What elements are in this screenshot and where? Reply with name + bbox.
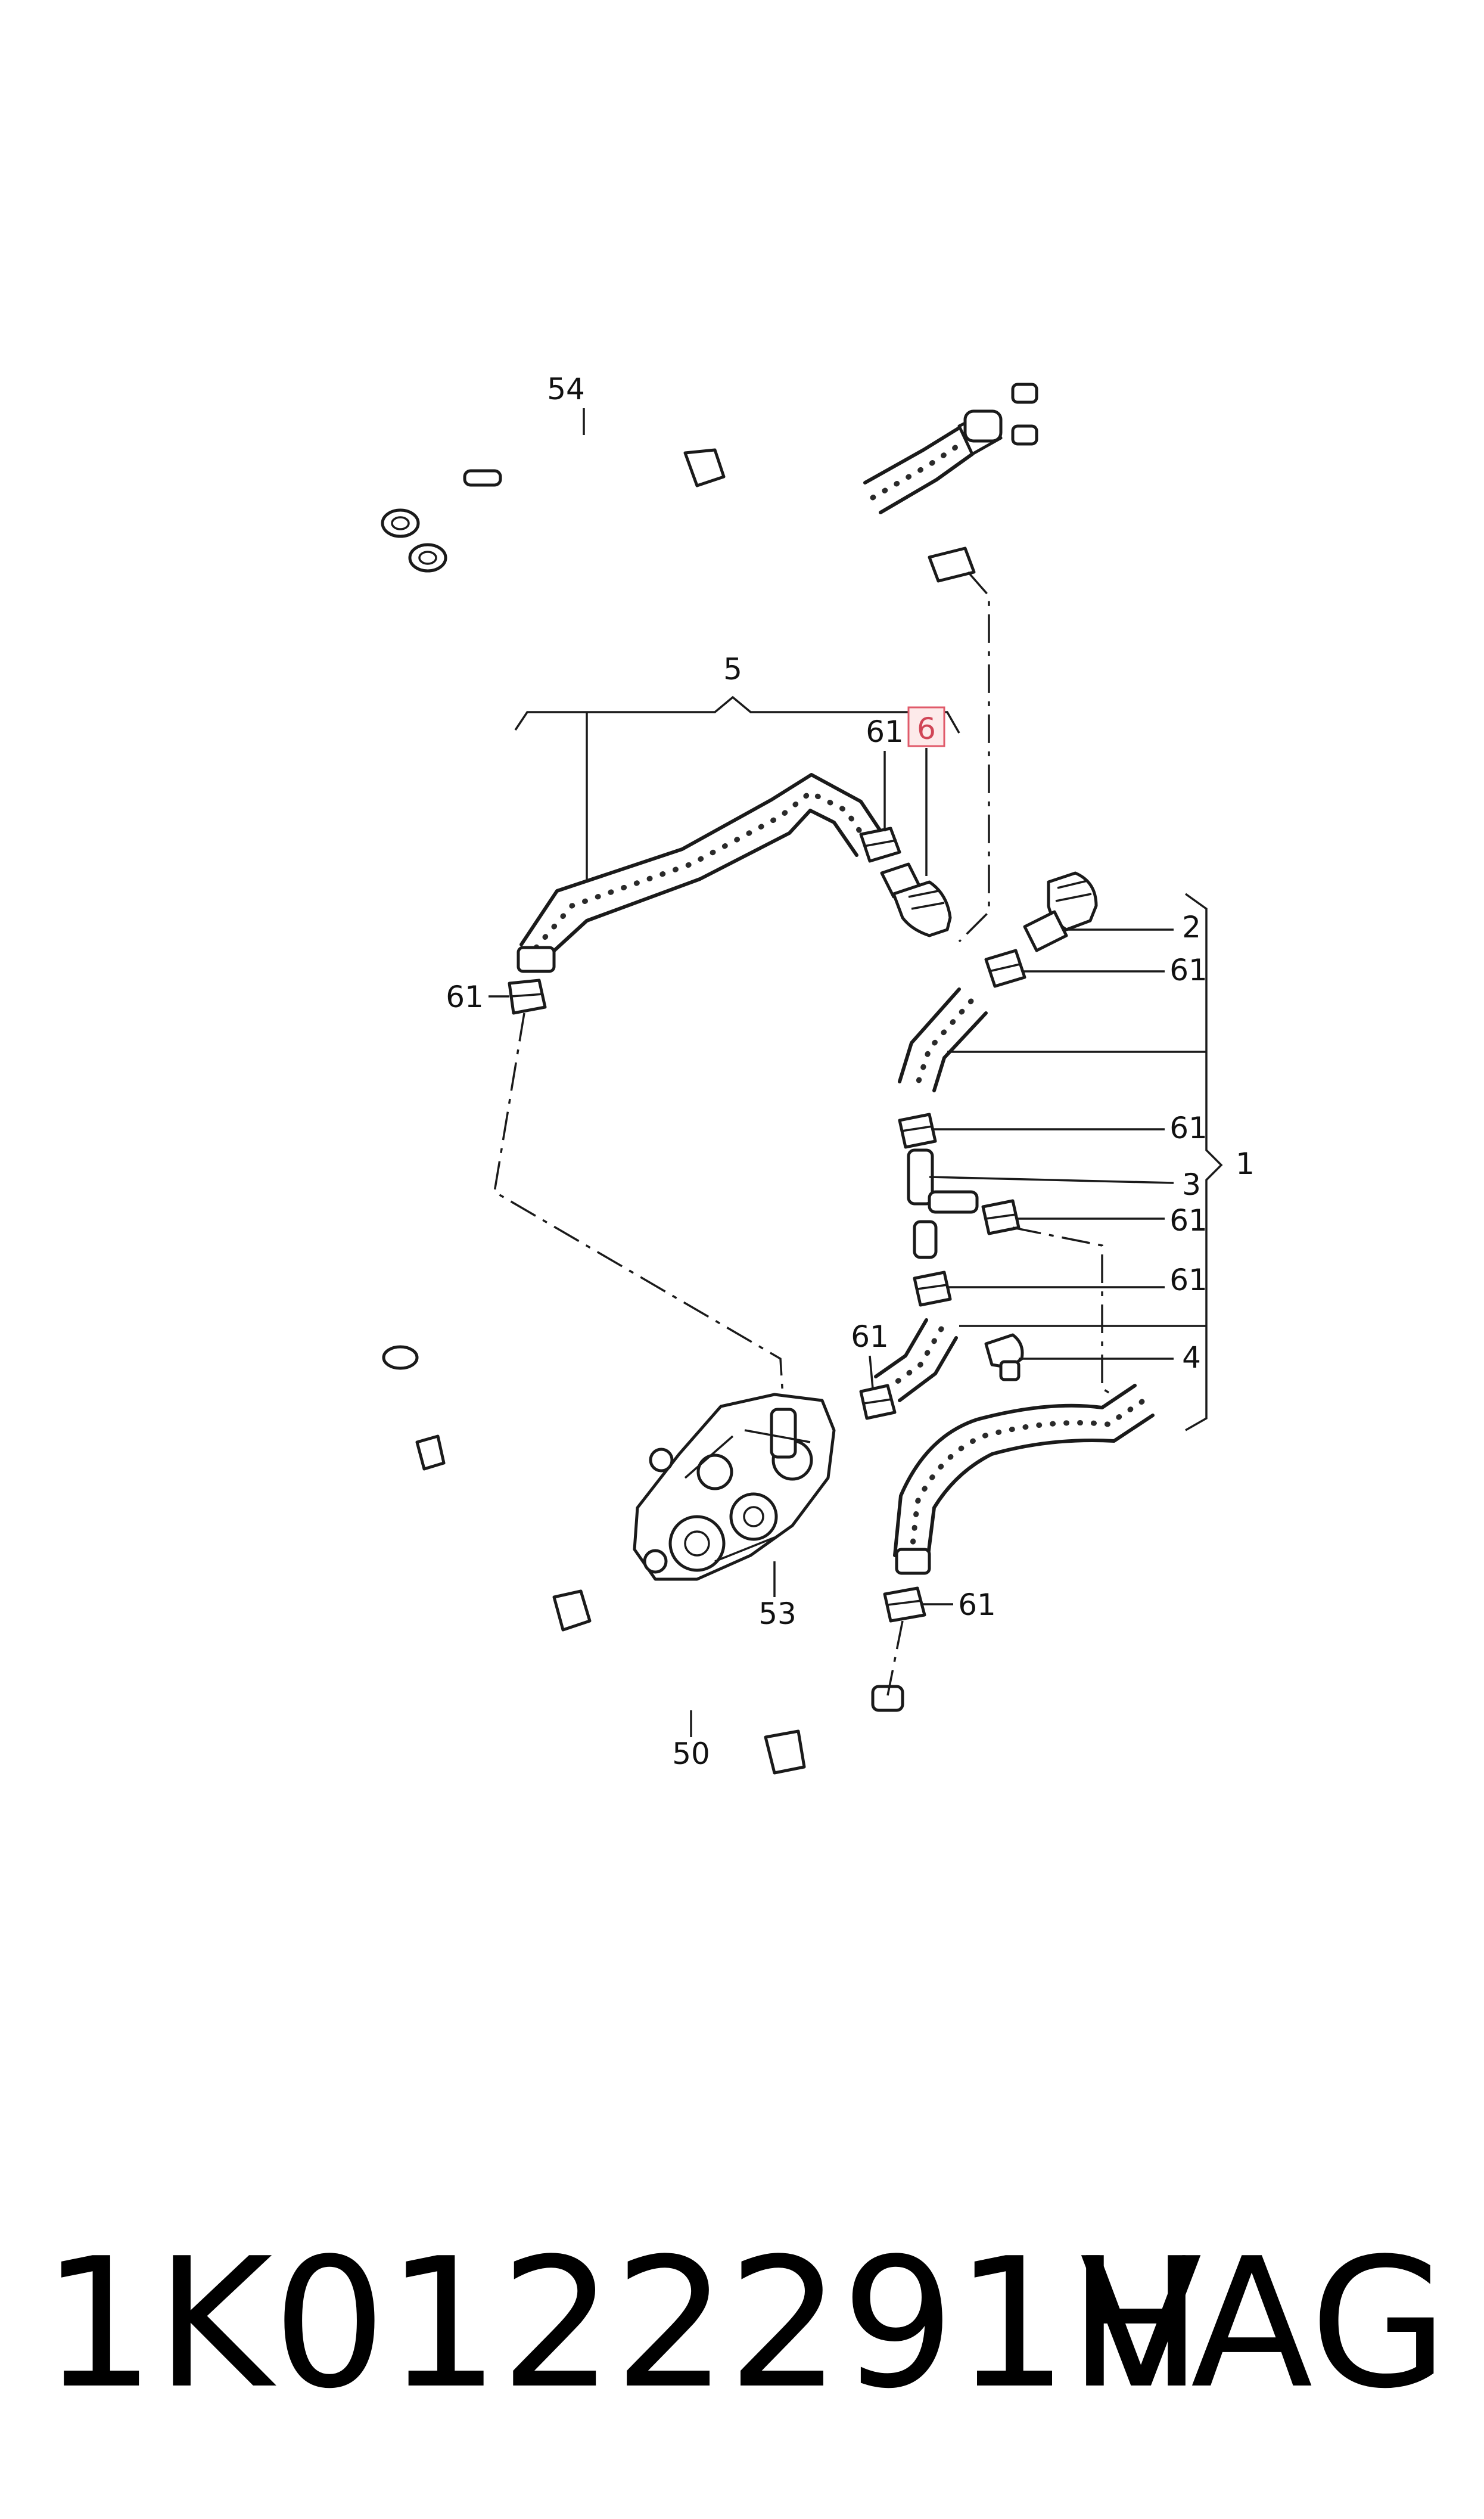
callout-50: 50 (672, 1737, 710, 1771)
hose-lower-1[interactable] (893, 1383, 1161, 1575)
connection-line-5-53 (493, 1012, 785, 1407)
hose-clamp-61-r4[interactable] (913, 1271, 952, 1307)
callout-group-5: 5 (514, 652, 960, 894)
callout-2: 2 (1182, 910, 1201, 945)
callout-61-low: 61 (958, 1588, 996, 1622)
coolant-pipe-50[interactable] (382, 1345, 904, 1775)
callout-3: 3 (1182, 1167, 1201, 1202)
hose-small-53[interactable] (870, 1312, 959, 1406)
svg-text:1: 1 (1236, 1147, 1255, 1181)
callout-6-highlight (907, 706, 945, 747)
connection-line-54-6 (958, 571, 990, 943)
hose-5[interactable] (517, 773, 887, 973)
hose-clamp-61-r2[interactable] (898, 1113, 937, 1149)
callout-53: 53 (758, 1596, 797, 1631)
connector-piece-6[interactable] (880, 862, 952, 937)
callout-bracket-1: 1 (1184, 893, 1255, 1431)
footer: 1K0122291H VAG (0, 2205, 1484, 2443)
hose-upper-1[interactable] (898, 984, 988, 1102)
hose-clamp-61-top[interactable] (859, 827, 901, 863)
callout-61-left: 61 (446, 980, 484, 1014)
hose-clamp-61-left[interactable] (508, 979, 547, 1015)
callout-61-mid: 61 (851, 1319, 889, 1354)
callout-6: 6 (917, 712, 936, 746)
connection-line-50-hose (886, 1620, 904, 1696)
hose-clamp-61-low[interactable] (883, 1586, 926, 1623)
coolant-pipe-54[interactable] (381, 423, 977, 584)
callout-61-r2: 61 (1169, 1111, 1208, 1145)
hose-clamp-61-mid[interactable] (859, 1384, 897, 1420)
hose-clamp-61-r1[interactable] (984, 949, 1026, 988)
svg-text:5: 5 (723, 652, 742, 687)
callout-61-top: 61 (866, 715, 904, 749)
bleed-screw-4[interactable] (984, 1333, 1024, 1381)
callout-61-r4: 61 (1169, 1263, 1208, 1297)
part-number: 1K0122291H (42, 2220, 1203, 2428)
callout-61-r1: 61 (1169, 953, 1208, 987)
callout-54: 54 (547, 372, 585, 406)
hose-clamp-61-r3[interactable] (981, 1199, 1021, 1235)
tee-fitting-3[interactable] (907, 1148, 979, 1259)
connection-line-3-hose (1012, 1226, 1133, 1408)
callout-61-r3: 61 (1169, 1203, 1208, 1238)
connector-2[interactable] (1023, 871, 1098, 952)
brand-name: VAG (1079, 2220, 1448, 2428)
coolant-pump-housing-53[interactable] (633, 1393, 836, 1581)
callout-4: 4 (1182, 1340, 1201, 1375)
hose-upper-right[interactable] (855, 383, 1038, 515)
